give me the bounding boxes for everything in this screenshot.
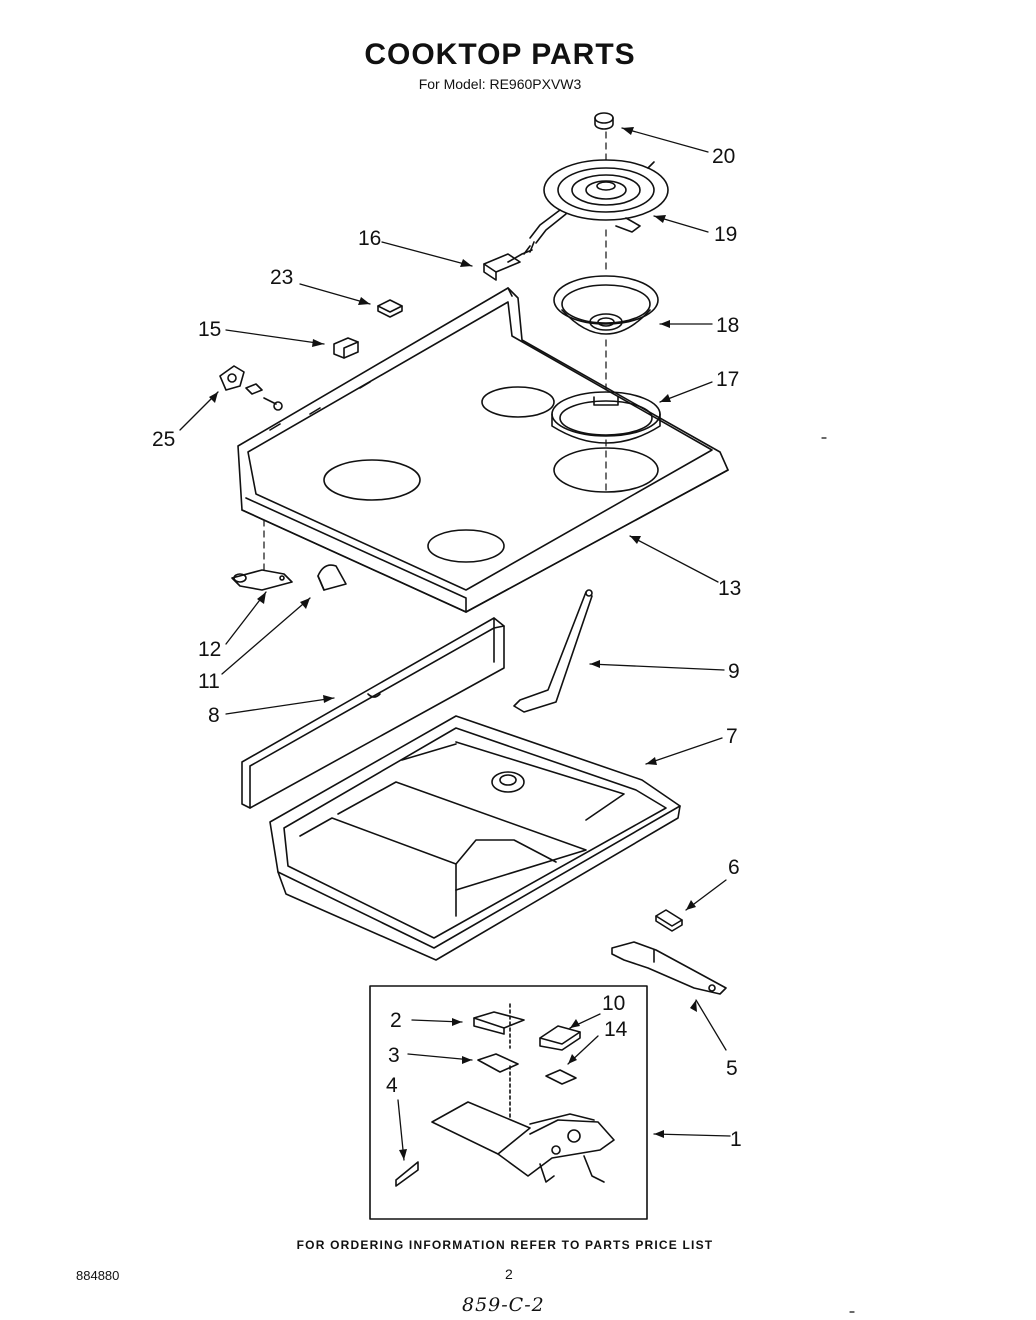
model-subtitle: For Model: RE960PXVW3 [418,76,582,92]
callout-8: 8 [208,704,220,727]
assembly-inset-frame [369,985,648,1220]
callout-14: 14 [604,1018,628,1041]
callout-3: 3 [388,1044,400,1067]
part-12-hinge [231,569,293,591]
callout-20: 20 [712,145,735,168]
part-1-infinite-switch [431,1065,615,1183]
callout-11: 11 [198,670,220,693]
part-9-rod [513,589,593,713]
part-8-trim-strip [241,617,505,809]
callout-15: 15 [198,318,221,341]
callout-16: 16 [358,227,381,250]
document-number: 884880 [76,1268,120,1283]
ordering-note: FOR ORDERING INFORMATION REFER TO PARTS … [296,1238,714,1252]
page-title: COOKTOP PARTS [364,38,636,71]
part-23-clip [377,299,403,318]
part-13-cooktop [237,287,729,613]
callout-6: 6 [728,856,740,879]
part-25-switch [219,365,283,411]
part-18-drip-bowl [553,275,659,335]
callout-4: 4 [386,1074,398,1097]
callout-7: 7 [726,725,738,748]
part-7-burner-box [269,715,681,961]
part-15-bracket [333,337,359,359]
page-number: 2 [505,1266,513,1282]
part-17-trim-ring [551,391,661,444]
callout-arrowheads [209,127,697,1160]
callout-leaders [179,127,731,1161]
callout-5: 5 [726,1057,738,1080]
callout-10: 10 [602,992,625,1015]
callout-12: 12 [198,638,221,661]
part-14-insulator [545,1069,577,1085]
callout-19: 19 [714,223,737,246]
part-16-terminal-block [483,241,535,281]
scan-mark [821,437,855,1313]
part-11-clip [317,564,347,591]
handwritten-note: 859-C-2 [462,1294,545,1316]
part-3-insulator [477,1053,519,1073]
part-5-bracket [611,941,727,995]
callout-18: 18 [716,314,739,337]
part-20-cap [594,112,614,130]
part-6-clip [655,909,683,932]
callout-1: 1 [730,1128,742,1151]
callout-17: 17 [716,368,739,391]
callout-25: 25 [152,428,175,451]
callout-2: 2 [390,1009,402,1032]
part-10-switch-part [539,1025,581,1051]
part-19-surface-element [529,159,669,244]
callout-9: 9 [728,660,740,683]
callout-23: 23 [270,266,293,289]
part-4-label [395,1161,419,1187]
part-2-thermostat-part [473,1003,525,1049]
callout-13: 13 [718,577,741,600]
